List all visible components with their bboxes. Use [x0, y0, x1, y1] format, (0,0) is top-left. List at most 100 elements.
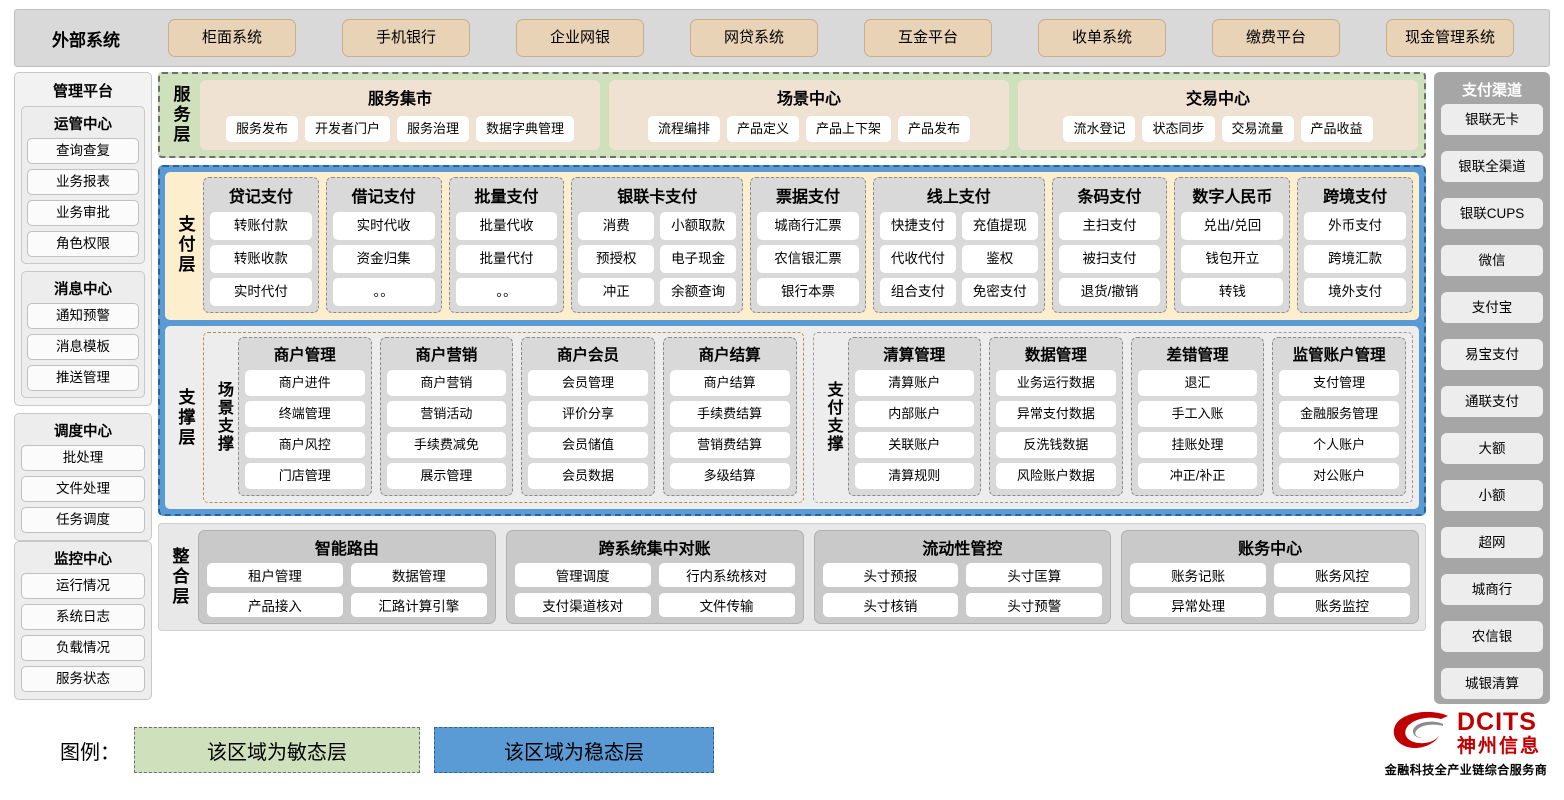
payment-chip[interactable]: 实时代付	[210, 278, 312, 306]
support-chip[interactable]: 商户营销	[386, 370, 507, 396]
payment-chip[interactable]: 。。	[455, 278, 558, 306]
payment-channel-item[interactable]: 易宝支付	[1441, 339, 1543, 370]
support-chip[interactable]: 商户风控	[245, 432, 365, 458]
payment-chip[interactable]: 城商行汇票	[757, 212, 859, 240]
external-system-chip[interactable]: 企业网银	[516, 19, 644, 57]
management-item[interactable]: 批处理	[21, 445, 145, 471]
management-item[interactable]: 角色权限	[27, 231, 139, 257]
support-chip[interactable]: 会员管理	[528, 370, 648, 396]
support-chip[interactable]: 会员储值	[528, 432, 648, 458]
integration-chip[interactable]: 支付渠道核对	[514, 593, 651, 617]
payment-chip[interactable]: 冲正	[578, 278, 655, 306]
integration-chip[interactable]: 产品接入	[207, 593, 343, 617]
support-chip[interactable]: 对公账户	[1279, 463, 1399, 489]
service-chip[interactable]: 流程编排	[647, 115, 720, 142]
integration-chip[interactable]: 管理调度	[514, 563, 651, 587]
integration-chip[interactable]: 头寸预警	[966, 593, 1103, 617]
payment-channel-item[interactable]: 微信	[1441, 245, 1543, 276]
external-system-chip[interactable]: 柜面系统	[168, 19, 296, 57]
service-chip[interactable]: 产品定义	[726, 115, 799, 142]
support-chip[interactable]: 评价分享	[528, 401, 648, 427]
payment-chip[interactable]: 实时代收	[332, 212, 435, 240]
payment-chip[interactable]: 转钱	[1181, 278, 1284, 306]
integration-chip[interactable]: 账务记账	[1130, 563, 1267, 587]
support-chip[interactable]: 手续费结算	[669, 401, 790, 427]
external-system-chip[interactable]: 缴费平台	[1212, 19, 1340, 57]
support-chip[interactable]: 门店管理	[245, 463, 365, 489]
management-item[interactable]: 文件处理	[21, 476, 145, 502]
integration-chip[interactable]: 租户管理	[207, 563, 343, 587]
payment-channel-item[interactable]: 农信银	[1441, 621, 1543, 652]
service-chip[interactable]: 服务治理	[397, 115, 470, 142]
integration-chip[interactable]: 头寸匡算	[966, 563, 1103, 587]
payment-chip[interactable]: 小额取款	[660, 212, 737, 240]
management-item[interactable]: 任务调度	[21, 507, 145, 533]
management-item[interactable]: 运行情况	[21, 573, 145, 599]
support-chip[interactable]: 手续费减免	[386, 432, 507, 458]
payment-channel-item[interactable]: 城商行	[1441, 574, 1543, 605]
integration-chip[interactable]: 异常处理	[1130, 593, 1267, 617]
integration-chip[interactable]: 汇路计算引擎	[350, 593, 487, 617]
service-chip[interactable]: 开发者门户	[304, 115, 390, 142]
payment-chip[interactable]: 批量代付	[455, 245, 558, 273]
service-chip[interactable]: 数据字典管理	[476, 115, 575, 142]
payment-chip[interactable]: 资金归集	[332, 245, 435, 273]
service-chip[interactable]: 交易流量	[1221, 115, 1294, 142]
payment-chip[interactable]: 转账付款	[210, 212, 312, 240]
integration-chip[interactable]: 头寸核销	[822, 593, 959, 617]
payment-channel-item[interactable]: 银联CUPS	[1441, 198, 1543, 229]
payment-chip[interactable]: 充值提现	[961, 212, 1038, 240]
support-chip[interactable]: 清算账户	[854, 370, 975, 396]
payment-chip[interactable]: 余额查询	[660, 278, 737, 306]
external-system-chip[interactable]: 现金管理系统	[1386, 19, 1514, 57]
payment-chip[interactable]: 鉴权	[961, 245, 1038, 273]
support-chip[interactable]: 个人账户	[1279, 432, 1399, 458]
payment-channel-item[interactable]: 城银清算	[1441, 668, 1543, 699]
support-chip[interactable]: 手工入账	[1137, 401, 1258, 427]
payment-chip[interactable]: 兑出/兑回	[1181, 212, 1284, 240]
service-chip[interactable]: 产品上下架	[806, 115, 892, 142]
payment-channel-item[interactable]: 小额	[1441, 480, 1543, 511]
payment-channel-item[interactable]: 大额	[1441, 433, 1543, 464]
management-item[interactable]: 推送管理	[27, 365, 139, 391]
support-chip[interactable]: 商户进件	[245, 370, 365, 396]
support-chip[interactable]: 营销活动	[386, 401, 507, 427]
support-chip[interactable]: 商户结算	[669, 370, 790, 396]
integration-chip[interactable]: 头寸预报	[822, 563, 959, 587]
support-chip[interactable]: 异常支付数据	[996, 401, 1116, 427]
payment-chip[interactable]: 组合支付	[879, 278, 956, 306]
external-system-chip[interactable]: 网贷系统	[690, 19, 818, 57]
management-item[interactable]: 业务审批	[27, 200, 139, 226]
management-item[interactable]: 服务状态	[21, 666, 145, 692]
support-chip[interactable]: 关联账户	[854, 432, 975, 458]
integration-chip[interactable]: 数据管理	[350, 563, 487, 587]
support-chip[interactable]: 退汇	[1137, 370, 1258, 396]
payment-channel-item[interactable]: 通联支付	[1441, 386, 1543, 417]
management-item[interactable]: 系统日志	[21, 604, 145, 630]
integration-chip[interactable]: 账务监控	[1274, 593, 1410, 617]
payment-chip[interactable]: 转账收款	[210, 245, 312, 273]
payment-chip[interactable]: 农信银汇票	[757, 245, 859, 273]
payment-channel-item[interactable]: 银联全渠道	[1441, 151, 1543, 182]
payment-chip[interactable]: 钱包开立	[1181, 245, 1284, 273]
payment-chip[interactable]: 。。	[332, 278, 435, 306]
integration-chip[interactable]: 文件传输	[658, 593, 795, 617]
service-chip[interactable]: 流水登记	[1063, 115, 1136, 142]
payment-chip[interactable]: 批量代收	[455, 212, 558, 240]
support-chip[interactable]: 清算规则	[854, 463, 975, 489]
management-item[interactable]: 查询查复	[27, 138, 139, 164]
payment-chip[interactable]: 消费	[578, 212, 655, 240]
payment-chip[interactable]: 银行本票	[757, 278, 859, 306]
payment-chip[interactable]: 快捷支付	[879, 212, 956, 240]
management-item[interactable]: 通知预警	[27, 303, 139, 329]
payment-chip[interactable]: 免密支付	[961, 278, 1038, 306]
support-chip[interactable]: 风险账户数据	[996, 463, 1116, 489]
integration-chip[interactable]: 行内系统核对	[658, 563, 795, 587]
payment-chip[interactable]: 预授权	[578, 245, 655, 273]
payment-chip[interactable]: 代收代付	[879, 245, 956, 273]
payment-chip[interactable]: 主扫支付	[1058, 212, 1161, 240]
support-chip[interactable]: 多级结算	[669, 463, 790, 489]
support-chip[interactable]: 金融服务管理	[1279, 401, 1399, 427]
external-system-chip[interactable]: 手机银行	[342, 19, 470, 57]
support-chip[interactable]: 内部账户	[854, 401, 975, 427]
